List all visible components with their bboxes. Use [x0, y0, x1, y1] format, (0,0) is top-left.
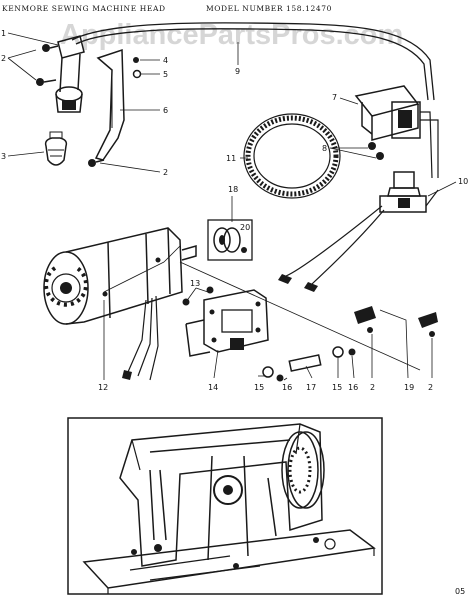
motor-bracket	[182, 286, 269, 357]
callout-19: 19	[404, 383, 414, 392]
diagram-title-left: KENMORE SEWING MACHINE HEAD	[2, 4, 166, 13]
motor	[43, 227, 197, 381]
small-hardware	[262, 306, 438, 382]
callout-2b: 2	[163, 168, 168, 177]
callout-16: 16	[282, 383, 292, 392]
callout-1: 1	[1, 29, 6, 38]
callout-3: 3	[1, 152, 6, 161]
drive-belt	[243, 113, 341, 199]
leader-lines	[7, 32, 457, 381]
callout-8: 8	[322, 144, 327, 153]
diagram-title-right: MODEL NUMBER 158.12470	[206, 4, 332, 13]
callout-11: 11	[226, 154, 236, 163]
callout-17: 17	[306, 383, 316, 392]
callout-5: 5	[163, 70, 168, 79]
callout-13: 13	[190, 279, 200, 288]
callout-10: 10	[458, 177, 468, 186]
callout-7: 7	[332, 93, 337, 102]
callout-15: 15	[254, 383, 264, 392]
lamp-switch-assembly	[354, 85, 439, 179]
speed-control-assembly	[278, 171, 439, 292]
motor-pulley	[207, 219, 253, 261]
callout-labels: 1 2 3 2 4 5 6 7 8 9 10 11 12 13 14 15 16…	[1, 29, 468, 392]
callout-2c: 2	[370, 383, 375, 392]
page-code: 05	[455, 587, 465, 596]
callout-14: 14	[208, 383, 218, 392]
callout-6: 6	[163, 106, 168, 115]
callout-18: 18	[228, 185, 238, 194]
callout-12: 12	[98, 383, 108, 392]
callout-15b: 15	[332, 383, 342, 392]
callout-4: 4	[163, 56, 168, 65]
lamp-bracket-assembly	[36, 22, 435, 167]
watermark: AppliancePartsPros.com	[60, 19, 403, 51]
machine-head-inset	[67, 417, 383, 595]
callout-16b: 16	[348, 383, 358, 392]
callout-9: 9	[235, 67, 240, 76]
callout-2: 2	[1, 54, 6, 63]
callout-2d: 2	[428, 383, 433, 392]
callout-20: 20	[240, 223, 250, 232]
